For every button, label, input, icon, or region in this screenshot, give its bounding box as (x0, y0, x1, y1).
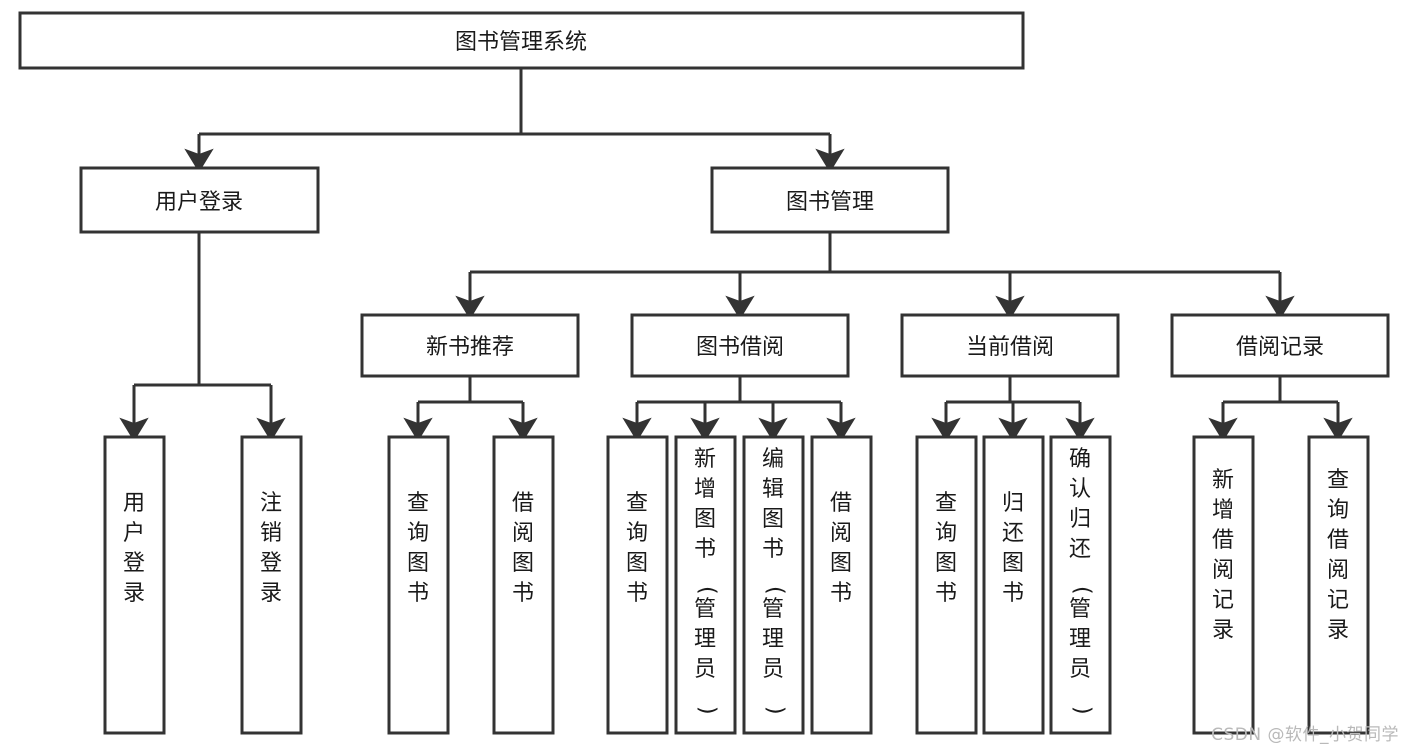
node-leaf-add-record-box[interactable] (1192, 435, 1255, 735)
node-leaf-add-book-label: 新增图书(管理员) (694, 447, 720, 715)
node-user-login[interactable]: 用户登录 (79, 166, 320, 234)
node-book-borrow[interactable]: 图书借阅 (630, 313, 850, 378)
node-leaf-logout-login-label: 注销登录 (260, 491, 282, 606)
node-leaf-return-book-box[interactable] (982, 435, 1045, 735)
node-leaf-borrow-book-1[interactable]: 借阅图书 (492, 435, 555, 735)
connector-new-book-recommend-to-leaves (403, 376, 538, 442)
node-leaf-query-book-1-label: 查询图书 (407, 491, 429, 606)
node-leaf-return-book-label: 归还图书 (1002, 491, 1024, 606)
node-leaf-logout-login-box[interactable] (240, 435, 303, 735)
connector-root-to-level2 (184, 68, 845, 173)
node-leaf-query-book-1-box[interactable] (387, 435, 450, 735)
node-borrow-record[interactable]: 借阅记录 (1170, 313, 1390, 378)
node-leaf-query-record[interactable]: 查询借阅记录 (1307, 435, 1370, 735)
connector-book-management-to-level3 (455, 232, 1295, 320)
node-current-borrow[interactable]: 当前借阅 (900, 313, 1120, 378)
node-borrow-record-box[interactable] (1170, 313, 1390, 378)
node-new-book-recommend[interactable]: 新书推荐 (360, 313, 580, 378)
node-leaf-query-book-3-box[interactable] (915, 435, 978, 735)
node-leaf-borrow-book-2[interactable]: 借阅图书 (810, 435, 873, 735)
node-leaf-confirm-return-label: 确认归还(管理员) (1069, 447, 1095, 715)
node-leaf-edit-book[interactable]: 编辑图书(管理员) (742, 435, 805, 735)
connector-user-login-to-leaves (119, 232, 286, 442)
node-leaf-edit-book-box[interactable] (742, 435, 805, 735)
node-leaf-query-book-2-label: 查询图书 (626, 491, 648, 606)
node-leaf-borrow-book-2-label: 借阅图书 (830, 491, 852, 606)
node-book-borrow-box[interactable] (630, 313, 850, 378)
node-leaf-query-book-3[interactable]: 查询图书 (915, 435, 978, 735)
node-leaf-user-login-box[interactable] (103, 435, 166, 735)
node-new-book-recommend-box[interactable] (360, 313, 580, 378)
node-leaf-logout-login[interactable]: 注销登录 (240, 435, 303, 735)
node-root[interactable]: 图书管理系统 (18, 11, 1025, 70)
node-new-book-recommend-label: 新书推荐 (426, 335, 514, 360)
connector-current-borrow-to-leaves (931, 376, 1095, 442)
node-current-borrow-box[interactable] (900, 313, 1120, 378)
node-book-management-box[interactable] (710, 166, 950, 234)
node-leaf-borrow-book-2-box[interactable] (810, 435, 873, 735)
node-leaf-query-book-2[interactable]: 查询图书 (606, 435, 669, 735)
node-leaf-edit-book-label: 编辑图书(管理员) (762, 447, 788, 715)
node-leaf-add-record[interactable]: 新增借阅记录 (1192, 435, 1255, 735)
node-leaf-confirm-return-box[interactable] (1049, 435, 1112, 735)
node-leaf-add-book[interactable]: 新增图书(管理员) (674, 435, 737, 735)
connector-book-borrow-to-leaves (622, 376, 856, 442)
node-leaf-user-login[interactable]: 用户登录 (103, 435, 166, 735)
node-leaf-return-book[interactable]: 归还图书 (982, 435, 1045, 735)
node-book-borrow-label: 图书借阅 (696, 335, 784, 360)
node-leaf-add-record-label: 新增借阅记录 (1212, 468, 1234, 643)
node-leaf-borrow-book-1-label: 借阅图书 (512, 491, 534, 606)
node-leaf-borrow-book-1-box[interactable] (492, 435, 555, 735)
node-leaf-query-book-1[interactable]: 查询图书 (387, 435, 450, 735)
node-book-management-label: 图书管理 (786, 190, 874, 215)
node-user-login-box[interactable] (79, 166, 320, 234)
connector-borrow-record-to-leaves (1208, 376, 1353, 442)
node-root-box[interactable] (18, 11, 1025, 70)
node-leaf-query-record-box[interactable] (1307, 435, 1370, 735)
node-leaf-query-book-3-label: 查询图书 (935, 491, 957, 606)
node-leaf-confirm-return[interactable]: 确认归还(管理员) (1049, 435, 1112, 735)
node-leaf-add-book-box[interactable] (674, 435, 737, 735)
node-borrow-record-label: 借阅记录 (1236, 335, 1324, 360)
node-book-management[interactable]: 图书管理 (710, 166, 950, 234)
node-leaf-query-book-2-box[interactable] (606, 435, 669, 735)
node-user-login-label: 用户登录 (155, 190, 243, 215)
node-root-label: 图书管理系统 (455, 30, 587, 55)
node-leaf-query-record-label: 查询借阅记录 (1327, 468, 1349, 643)
node-current-borrow-label: 当前借阅 (966, 335, 1054, 360)
node-leaf-user-login-label: 用户登录 (123, 491, 145, 606)
